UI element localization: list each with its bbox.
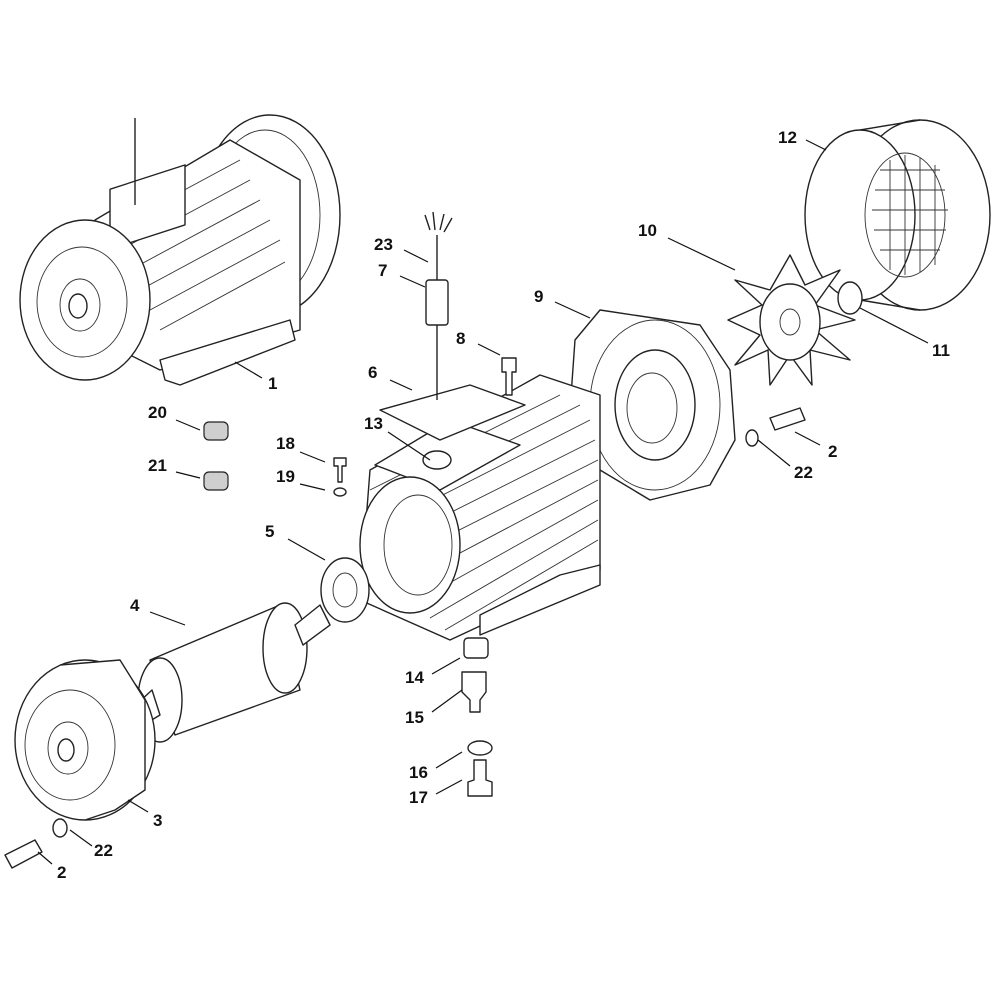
- part-6-cover-plate: [379, 384, 526, 441]
- callout-5: 5: [265, 522, 274, 541]
- callout-12: 12: [778, 128, 797, 147]
- part-5-bearing: [320, 557, 370, 623]
- leader-line-22: [69, 829, 93, 847]
- callout-11: 11: [932, 341, 950, 360]
- part-12-fan-cover: [804, 119, 991, 311]
- leader-line-18: [299, 451, 326, 463]
- callout-2: 2: [828, 442, 837, 461]
- callout-10: 10: [638, 221, 657, 240]
- leader-line-20: [175, 419, 201, 431]
- part-23-cable-wires: [424, 211, 453, 233]
- callout-2: 2: [57, 863, 66, 882]
- part-16-washer: [467, 740, 493, 756]
- leader-line-13: [387, 431, 431, 461]
- part-14-plug: [463, 637, 489, 659]
- callout-1: 1: [268, 374, 277, 393]
- leader-line-15: [431, 689, 463, 713]
- leader-line-12: [805, 139, 827, 151]
- leader-line-16: [435, 751, 463, 769]
- part-3-front-end-shield: [14, 659, 156, 821]
- callout-3: 3: [153, 811, 162, 830]
- part-17-bolt: [467, 759, 493, 797]
- part-18-screw: [333, 457, 347, 483]
- leader-line-22: [757, 439, 791, 467]
- part-2-screw-right: [769, 407, 806, 431]
- callout-20: 20: [148, 403, 167, 422]
- leader-line-10: [667, 237, 736, 271]
- leader-line-14: [431, 657, 461, 675]
- callout-13: 13: [364, 414, 383, 433]
- callout-15: 15: [405, 708, 424, 727]
- part-13-grommet: [422, 450, 452, 470]
- part-20-clip: [203, 421, 229, 441]
- part-1-assembled-motor: [19, 114, 341, 386]
- leader-line-17: [435, 779, 463, 795]
- leader-line-8: [477, 343, 501, 356]
- leader-line-19: [299, 483, 326, 491]
- callout-9: 9: [534, 287, 543, 306]
- callout-21: 21: [148, 456, 167, 475]
- leader-line-3: [127, 799, 149, 813]
- leader-line-6: [389, 379, 413, 391]
- part-10-fan: [727, 254, 856, 386]
- callout-8: 8: [456, 329, 465, 348]
- callout-23: 23: [374, 235, 393, 254]
- leader-line-1: [234, 361, 263, 379]
- leader-line-2: [794, 431, 821, 446]
- leader-line-23: [403, 249, 429, 263]
- callout-16: 16: [409, 763, 428, 782]
- leader-line-5: [287, 538, 326, 561]
- part-9-rear-end-shield: [569, 309, 736, 501]
- leader-line-11: [859, 307, 929, 344]
- part-4-rotor: [124, 602, 331, 743]
- part-11-ring: [837, 281, 863, 315]
- callout-19: 19: [276, 467, 295, 486]
- callout-6: 6: [368, 363, 377, 382]
- leader-line-9: [554, 301, 591, 319]
- callout-18: 18: [276, 434, 295, 453]
- callout-22: 22: [94, 841, 113, 860]
- part-15-valve: [461, 671, 487, 713]
- callout-17: 17: [409, 788, 428, 807]
- leader-line-21: [175, 471, 201, 479]
- callout-4: 4: [130, 596, 140, 615]
- callout-22: 22: [794, 463, 813, 482]
- part-8-screw: [501, 357, 517, 396]
- callout-7: 7: [378, 261, 387, 280]
- part-2-screw-left: [4, 839, 43, 869]
- leader-line-2: [37, 851, 53, 865]
- part-22-washer-left: [52, 818, 68, 838]
- leader-line-4: [149, 611, 186, 626]
- part-21-clip: [203, 471, 229, 491]
- callout-14: 14: [405, 668, 424, 687]
- part-7-cable-gland: [425, 279, 449, 326]
- part-22-washer-right: [745, 429, 759, 447]
- part-19-washer: [333, 487, 347, 497]
- leader-line-7: [399, 275, 426, 288]
